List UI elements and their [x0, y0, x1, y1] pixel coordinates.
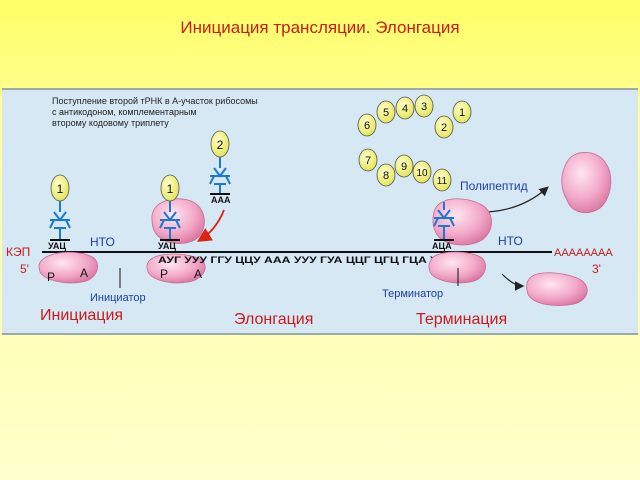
amino-acid — [434, 115, 454, 139]
amino-acid — [432, 168, 452, 192]
caption-line-1: Поступление второй тРНК в А-участок рибо… — [52, 96, 258, 106]
five-prime-label: 5' — [20, 262, 29, 276]
amino-acid-number: 6 — [364, 120, 370, 132]
site-a-label: А — [80, 266, 88, 280]
caption-line-2: с антикодоном, комплементарным — [52, 107, 197, 117]
amino-acid-number: 2 — [217, 138, 224, 152]
p-site-anticodon: УАЦ — [158, 241, 176, 251]
amino-acid-number: 5 — [383, 107, 389, 119]
termination-trna — [433, 202, 455, 241]
amino-acid-number: 8 — [383, 170, 389, 182]
termination-small-subunit — [428, 251, 486, 284]
amino-acid-number: 1 — [57, 182, 64, 196]
amino-acid — [358, 148, 378, 172]
amino-acid — [357, 113, 377, 137]
diagram-panel: Поступление второй тРНК в А-участок рибо… — [2, 88, 638, 335]
amino-acid — [394, 154, 414, 178]
initiator-trna: 1 — [49, 174, 71, 241]
amino-acid-number: 4 — [402, 103, 408, 115]
stage-termination: Терминация — [416, 311, 507, 328]
nto-left-label: НТО — [90, 235, 115, 249]
amino-acid-number: 1 — [167, 182, 174, 196]
polypeptide-arrow — [486, 186, 549, 213]
amino-acid — [376, 163, 396, 187]
elongation-small-subunit — [146, 253, 206, 284]
site-p-label: Р — [47, 270, 55, 284]
poly-a-tail: АААААААА — [554, 247, 613, 259]
terminator-label: Терминатор — [382, 288, 443, 300]
mrna-codons: АУГ УУУ ГГУ ЦЦУ ААА УУУ ГУА ЦЦГ ЦГЦ ГЦА … — [158, 255, 481, 265]
nto-right-label: НТО — [498, 234, 523, 248]
amino-acid-number: 2 — [441, 122, 447, 134]
caption-line-3: второму кодовому триплету — [52, 118, 169, 128]
release-arrow — [501, 273, 525, 291]
site-a-label: А — [194, 267, 202, 281]
cap-label: КЭП — [6, 245, 30, 259]
incoming-anticodon: ААА — [211, 195, 231, 205]
site-p-label: Р — [160, 267, 168, 281]
slide-title: Инициация трансляции. Элонгация — [180, 18, 460, 37]
amino-acid — [376, 100, 396, 124]
amino-acid-number: 9 — [401, 161, 407, 173]
initiation-small-subunit — [38, 251, 98, 284]
initiator-label: Инициатор — [90, 292, 146, 304]
termination-large-subunit — [432, 198, 492, 246]
translation-diagram: Поступление второй тРНК в А-участок рибо… — [6, 94, 613, 328]
polypeptide-label: Полипептид — [460, 179, 528, 193]
amino-acid-number: 3 — [421, 101, 427, 113]
released-subunit — [526, 272, 588, 306]
incoming-trna: 2 — [209, 130, 231, 195]
termination-anticodon: АЦА — [432, 241, 452, 251]
three-prime-label: 3' — [592, 262, 601, 276]
stage-elongation: Элонгация — [234, 311, 313, 328]
stage-initiation: Инициация — [40, 307, 123, 324]
amino-acid-number: 11 — [437, 176, 448, 187]
amino-acid — [452, 100, 472, 124]
incoming-arrow — [196, 209, 225, 242]
amino-acid-number: 7 — [365, 155, 371, 167]
amino-acid — [414, 94, 434, 118]
amino-acid — [395, 96, 415, 120]
elongation-large-subunit — [151, 198, 205, 244]
released-polypeptide — [561, 152, 612, 214]
initiator-anticodon: УАЦ — [48, 241, 66, 251]
amino-acid-number: 1 — [459, 107, 465, 119]
amino-acid-number: 10 — [416, 168, 428, 179]
amino-acid — [412, 160, 432, 184]
p-site-trna: 1 — [159, 174, 181, 241]
polypeptide-chain: 5 4 3 1 6 2 7 9 10 8 11 — [357, 94, 472, 192]
